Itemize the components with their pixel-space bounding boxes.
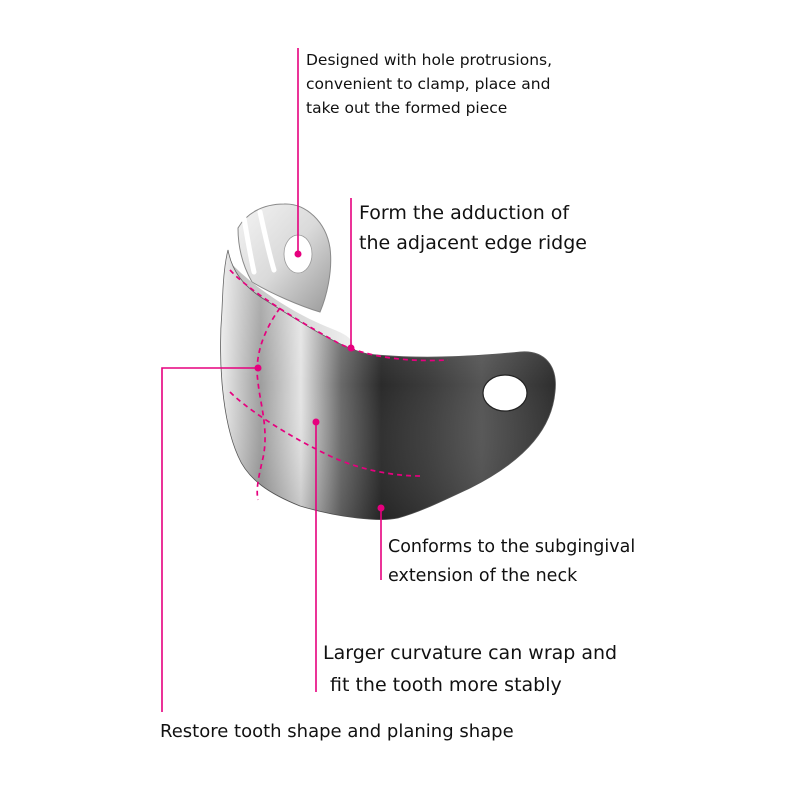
callout-curvature-line1: Larger curvature can wrap and xyxy=(323,642,618,664)
callout-subgingival-line1: Conforms to the subgingival xyxy=(388,537,636,557)
callout-subgingival-line2: extension of the neck xyxy=(388,566,578,586)
callout-edge-ridge: Form the adduction of the adjacent edge … xyxy=(359,198,587,258)
band-slot-1 xyxy=(241,215,257,275)
matrix-band-illustration xyxy=(220,203,556,520)
band-hole xyxy=(482,374,528,412)
dot-restore xyxy=(254,364,262,372)
callout-edge-line1: Form the adduction of xyxy=(359,202,570,224)
callout-curvature-line2: fit the tooth more stably xyxy=(330,674,562,696)
callout-subgingival: Conforms to the subgingival extension of… xyxy=(388,533,635,591)
dashed-lower-edge xyxy=(229,391,421,477)
callout-hole-protrusions: Designed with hole protrusions, convenie… xyxy=(306,48,552,120)
callout-edge-line2: the adjacent edge ridge xyxy=(359,232,587,254)
callout-restore-line1: Restore tooth shape and planing shape xyxy=(160,721,514,742)
leader-lines xyxy=(161,48,382,712)
dot-subgingival xyxy=(377,504,385,512)
callout-hole-line2: convenient to clamp, place and xyxy=(306,75,551,93)
leader-restore xyxy=(161,367,258,712)
band-inner-surface xyxy=(230,262,353,352)
dot-hole-protrusions xyxy=(294,250,302,258)
dot-curvature xyxy=(312,418,320,426)
callout-curvature: Larger curvature can wrap and fit the to… xyxy=(323,637,617,701)
callout-restore: Restore tooth shape and planing shape xyxy=(160,717,514,747)
callout-hole-line1: Designed with hole protrusions, xyxy=(306,51,553,69)
dashed-vertical-guide xyxy=(256,307,281,501)
leader-dots xyxy=(254,250,385,512)
band-slot-2 xyxy=(257,209,277,273)
callout-hole-line3: take out the formed piece xyxy=(306,99,508,117)
dot-edge-ridge xyxy=(347,344,355,352)
dashed-guides xyxy=(229,269,449,501)
